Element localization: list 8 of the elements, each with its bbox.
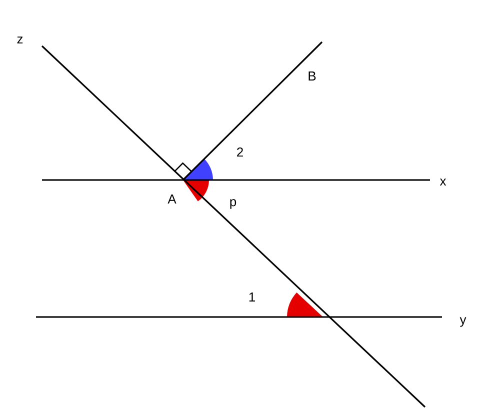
point-label: A: [168, 194, 176, 204]
line-label: y: [460, 317, 466, 327]
angle-label: 1: [249, 292, 255, 302]
angle-label: p: [230, 199, 236, 209]
angle-label: 2: [237, 147, 243, 157]
line-label: z: [17, 36, 23, 44]
point-label: B: [308, 72, 316, 80]
line-label: x: [440, 178, 446, 186]
